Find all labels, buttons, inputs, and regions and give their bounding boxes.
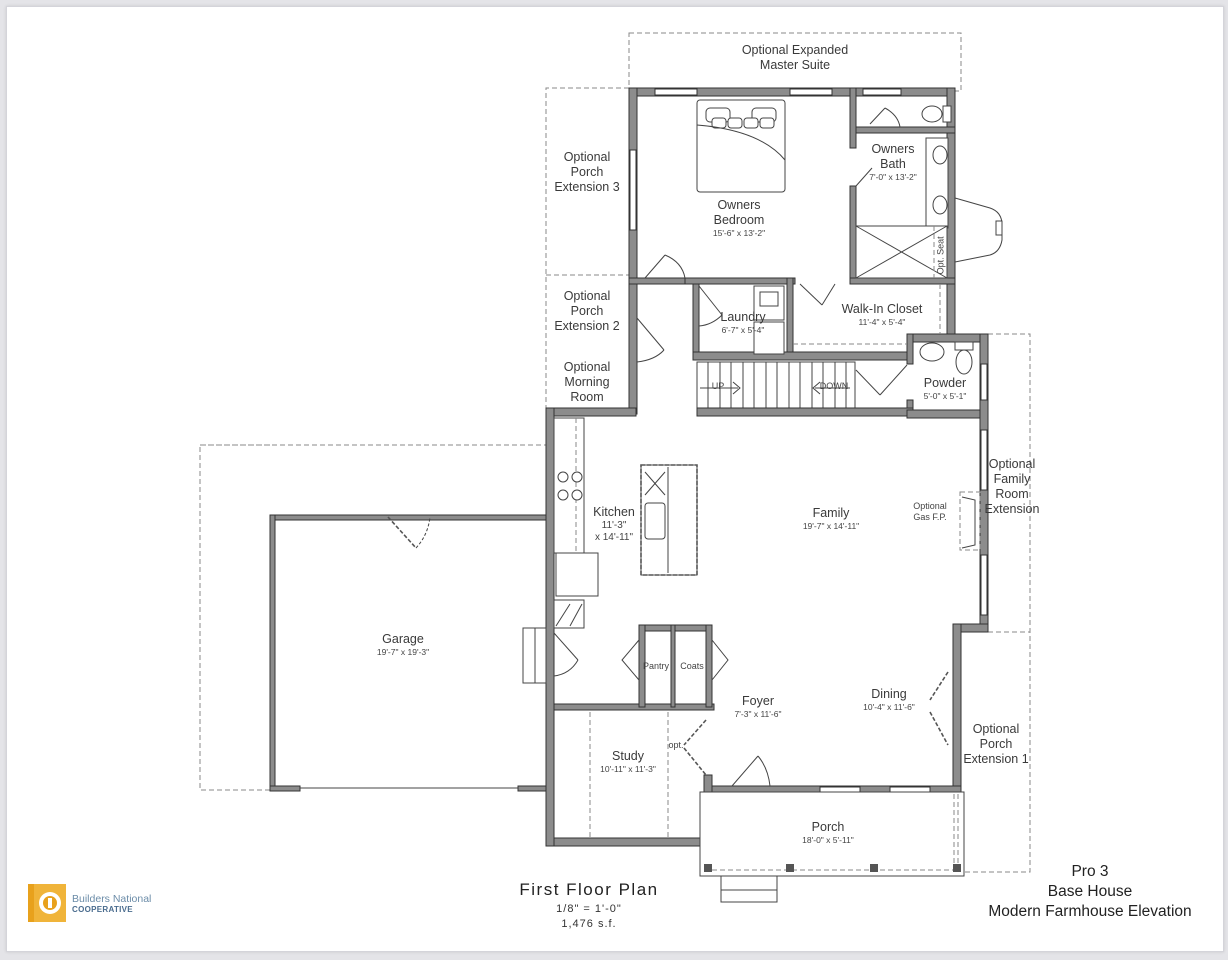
project-elevation: Modern Farmhouse Elevation [988, 903, 1192, 921]
room-pantry: Pantry [642, 661, 670, 671]
room-name: Study [612, 749, 644, 763]
room-kitchen: Kitchen 11'-3" x 14'-11" [593, 505, 635, 544]
room-dims: 19'-7" x 14'-11" [802, 521, 860, 531]
kitchen-cabinets [553, 417, 698, 629]
stairs [696, 361, 856, 415]
optional-seat-label: Opt. Seat [935, 236, 946, 275]
project-base: Base House [1047, 883, 1133, 901]
room-dining: Dining 10'-4" x 11'-6" [863, 687, 915, 712]
room-name: Kitchen [593, 505, 635, 519]
garage-walls [269, 514, 579, 792]
room-family: Family 19'-7" x 14'-11" [803, 506, 859, 531]
optional-porch-ext-1-label: Optional Porch Extension 1 [963, 722, 1029, 766]
door-swings [636, 254, 908, 396]
optional-morning-room-label: Optional Morning Room [563, 360, 611, 404]
room-dims: 19'-7" x 19'-3" [376, 647, 430, 657]
room-dims: 18'-0" x 5'-11" [802, 835, 854, 845]
room-powder: Powder 5'-0" x 5'-1" [924, 376, 967, 401]
room-dims: 7'-3" x 11'-6" [734, 709, 782, 719]
room-dims: 5'-0" x 5'-1" [923, 391, 967, 401]
plan-area: 1,476 s.f. [561, 918, 617, 930]
study-details [589, 671, 949, 838]
optional-porch-ext-2-label: Optional Porch Extension 2 [554, 289, 620, 333]
logo-name-line2: COOPERATIVE [72, 904, 133, 914]
room-dims: 10'-11" x 11'-3" [600, 764, 656, 774]
bed-fixture [696, 99, 786, 193]
room-dims: 11'-4" x 5'-4" [858, 317, 906, 327]
room-name: Owners Bath [871, 142, 915, 171]
room-name: Walk-In Closet [841, 302, 923, 316]
plan-scale: 1/8" = 1'-0" [556, 903, 622, 915]
logo-name-line1: Builders National [72, 892, 152, 905]
closet-shelves [793, 284, 941, 345]
room-foyer: Foyer 7'-3" x 11'-6" [735, 694, 782, 719]
room-dims: 6'-7" x 5'-4" [721, 325, 765, 335]
room-name: Laundry [720, 310, 766, 324]
room-name: Foyer [742, 694, 774, 708]
room-dims: x 14'-11" [594, 532, 634, 543]
stairs-up-label: UP [711, 381, 725, 391]
project-info: Pro 3 Base House Modern Farmhouse Elevat… [965, 862, 1215, 922]
project-model: Pro 3 [1071, 863, 1109, 880]
room-study: Study 10'-11" x 11'-3" [600, 749, 656, 774]
room-owners-bedroom: Owners Bedroom 15'-6" x 13'-2" [713, 198, 765, 238]
owners-suite-walls [628, 87, 989, 417]
room-name: Powder [923, 376, 967, 390]
main-house-walls [545, 333, 989, 847]
room-name: Garage [382, 632, 424, 646]
title-block: First Floor Plan 1/8" = 1'-0" 1,476 s.f. [509, 880, 669, 930]
room-dims: 10'-4" x 11'-6" [863, 702, 915, 712]
optional-gas-fp-label: Optional Gas F.P. [913, 501, 947, 522]
room-name: Dining [871, 687, 907, 701]
room-dims: 7'-0" x 13'-2" [869, 172, 917, 182]
bath-fixtures [855, 105, 1003, 279]
optional-porch-ext-3-label: Optional Porch Extension 3 [554, 150, 620, 194]
room-name: Owners Bedroom [713, 198, 765, 227]
room-name: Porch [811, 820, 845, 834]
plan-title: First Floor Plan [519, 880, 659, 899]
room-garage: Garage 19'-7" x 19'-3" [377, 632, 429, 657]
room-dims: 11'-3" [601, 520, 627, 531]
room-coats: Coats [680, 661, 704, 671]
pantry-coats [621, 624, 729, 708]
room-walk-in-closet: Walk-In Closet 11'-4" x 5'-4" [842, 302, 923, 327]
logo-mark-icon [28, 884, 66, 922]
optional-family-room-ext-label: Optional Family Room Extension [984, 457, 1040, 516]
floor-plan-sheet [6, 6, 1224, 952]
builders-national-logo: Builders National COOPERATIVE [26, 884, 151, 922]
stairs-down-label: DOWN [819, 381, 849, 391]
powder-fixtures [919, 341, 974, 375]
fireplace [959, 491, 981, 551]
porch [699, 791, 965, 903]
room-laundry: Laundry 6'-7" x 5'-4" [720, 310, 765, 335]
room-dims: 15'-6" x 13'-2" [712, 228, 766, 238]
optional-door-label: opt. [668, 740, 684, 750]
optional-expanded-master-label: Optional Expanded Master Suite [741, 43, 849, 72]
room-owners-bath: Owners Bath 7'-0" x 13'-2" [869, 142, 917, 182]
room-name: Family [812, 506, 850, 520]
room-porch: Porch 18'-0" x 5'-11" [802, 820, 854, 845]
laundry-fixtures [753, 285, 785, 355]
